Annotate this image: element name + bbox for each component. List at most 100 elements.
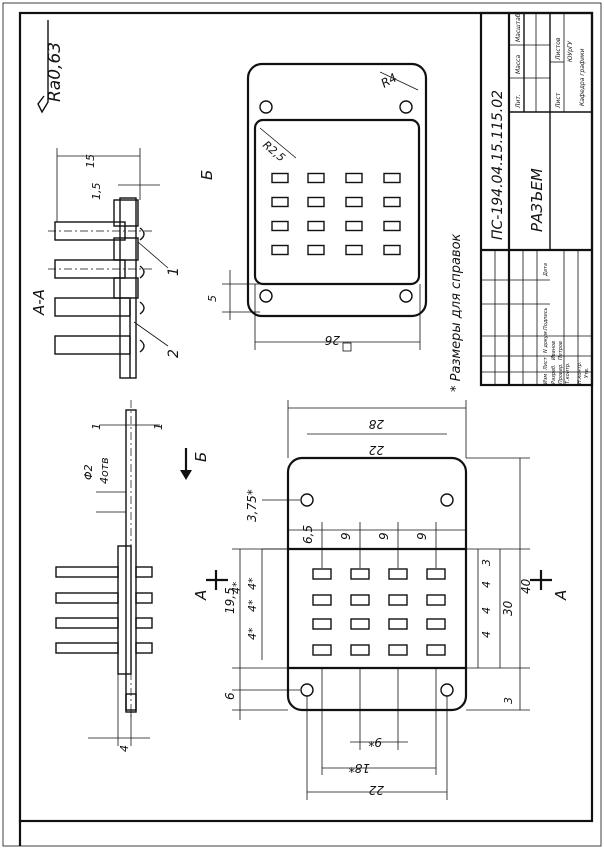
- contact-slot: [271, 244, 289, 256]
- dim-4s-b: 4*: [246, 599, 259, 612]
- dim-1-5: 1,5: [90, 183, 103, 201]
- contact-slot: [345, 220, 363, 232]
- section-label: А-А: [30, 289, 48, 316]
- dim-9b: 9: [377, 532, 391, 540]
- contact-slot: [388, 644, 408, 656]
- contact-slot: [307, 244, 325, 256]
- pin-end: [135, 642, 153, 654]
- dim-15: 15: [84, 154, 97, 168]
- pin-end: [135, 566, 153, 578]
- contact-slot: [350, 618, 370, 630]
- role-tcontrol: Т.контр.: [565, 362, 571, 384]
- dim-6: 6: [223, 692, 237, 700]
- dim-28: 28: [368, 417, 384, 431]
- hdr-date: Дата: [543, 263, 549, 277]
- col-scale: Масштаб: [515, 13, 522, 42]
- part-name: РАЗЪЕМ: [528, 168, 546, 232]
- organization-1: ЮУрГУ: [567, 41, 574, 62]
- mount-hole: [440, 683, 454, 697]
- dim-6-5: 6,5: [301, 525, 315, 544]
- sheet-label: Лист: [555, 92, 562, 109]
- leader-2: 2: [166, 349, 182, 358]
- dim-3-bot: 3: [502, 697, 515, 704]
- contact-slot: [383, 196, 401, 208]
- contact-slot: [271, 196, 289, 208]
- plate-outline: [246, 62, 428, 318]
- contact-slot: [388, 568, 408, 580]
- pin: [55, 592, 119, 604]
- pin: [55, 642, 119, 654]
- pin-end: [135, 592, 153, 604]
- dim-5: 5: [206, 295, 219, 302]
- view-b: Б R4 R2,5 5 26: [198, 62, 428, 352]
- dim-22-bot: 22: [369, 783, 384, 797]
- dim-4: 4: [118, 745, 131, 752]
- dim-30: 30: [501, 600, 515, 616]
- contact-slot: [426, 618, 446, 630]
- contact-slot: [307, 196, 325, 208]
- side-housing: [117, 545, 132, 675]
- hatched-section: [113, 237, 139, 261]
- radius-r2-5: R2,5: [260, 138, 288, 164]
- dim-26: 26: [324, 333, 340, 347]
- hdr-sign: Подпись: [543, 307, 549, 330]
- contact-slot: [426, 644, 446, 656]
- view-b-label: Б: [198, 170, 216, 180]
- pin-end: [135, 617, 153, 629]
- col-lit: Лит.: [515, 94, 522, 109]
- inner-frame: [18, 11, 594, 823]
- dim-9c: 9: [415, 532, 429, 540]
- hatched-section: [113, 277, 139, 299]
- pin: [55, 566, 119, 578]
- dim-22-top: 22: [369, 443, 384, 457]
- cut-label-left: А: [192, 590, 210, 601]
- view-arrow-icon: [180, 470, 192, 480]
- hatched-section: [113, 199, 139, 227]
- dim-4b: 4: [480, 607, 493, 614]
- dim-19-5: 19,5: [223, 587, 237, 614]
- mount-hole: [300, 493, 314, 507]
- mount-hole: [259, 289, 273, 303]
- contact-slot: [312, 594, 332, 606]
- contact-slot: [307, 172, 325, 184]
- dim-9a: 9: [339, 532, 353, 540]
- dim-4s-d: 4*: [230, 581, 243, 594]
- contact-slot: [345, 196, 363, 208]
- roughness-value: Ra0,63: [45, 42, 65, 102]
- person-developer: Иванов: [551, 341, 557, 360]
- sheets-label: Листов: [555, 37, 562, 61]
- hole-diameter: Φ2: [82, 464, 95, 480]
- contact-slot: [388, 618, 408, 630]
- section-a-a: А-А 15 1,5 1 2: [30, 148, 182, 379]
- title-block-frame: [479, 11, 594, 387]
- dim-3-top: 3: [480, 559, 493, 566]
- title-block: ПС-194.04.15.115.02 РАЗЪЕМ Лит. Масса Ма…: [479, 11, 594, 387]
- contact-slot: [345, 244, 363, 256]
- contact-slot: [426, 568, 446, 580]
- contact-slot: [312, 618, 332, 630]
- contact-slot: [350, 594, 370, 606]
- col-mass: Масса: [515, 55, 522, 74]
- pin: [54, 335, 131, 355]
- radius-r4: R4: [379, 70, 400, 90]
- hdr-doc: N докум.: [543, 330, 549, 353]
- dim-3-75: 3,75*: [245, 489, 259, 522]
- leader-1: 1: [166, 267, 182, 276]
- plate-outline-front: [286, 456, 468, 712]
- dim-9-star: 9*: [368, 735, 382, 749]
- contact-slot: [312, 568, 332, 580]
- mount-hole: [300, 683, 314, 697]
- dim-18-star: 18*: [349, 761, 370, 775]
- role-checker: Провер.: [558, 363, 564, 384]
- contact-slot: [383, 172, 401, 184]
- contact-grid: [271, 172, 401, 256]
- dim-4a: 4: [480, 581, 493, 588]
- front-view: А А 28 22 6,5 9 9 9 3,75* 19,5 4* 4* 4*: [192, 400, 570, 800]
- role-developer: Разраб.: [551, 364, 557, 384]
- person-checker: Петров: [558, 341, 564, 360]
- mount-hole: [399, 100, 413, 114]
- drawing-designation: ПС-194.04.15.115.02: [490, 90, 506, 240]
